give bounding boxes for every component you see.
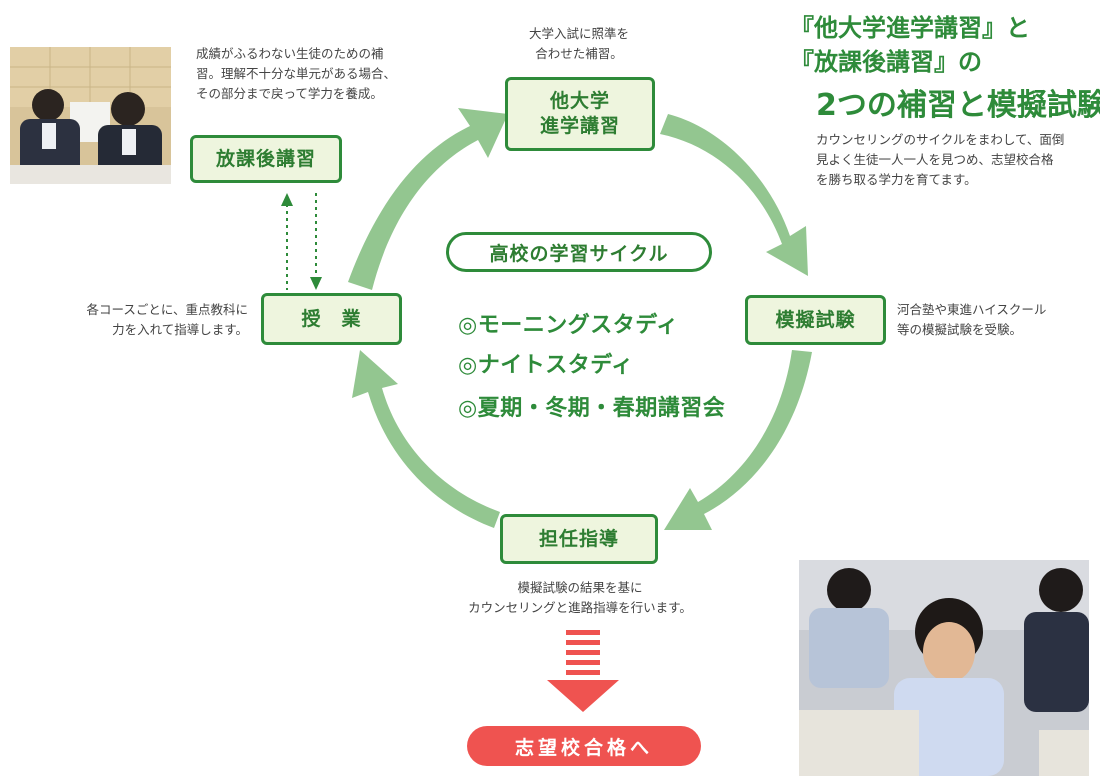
arrow-exam-to-guidance bbox=[664, 350, 812, 530]
students-photo-top bbox=[10, 47, 171, 184]
homeroom-guidance-box: 担任指導 bbox=[500, 514, 658, 564]
students-photo-bottom bbox=[799, 560, 1089, 776]
program-seasonal-courses: ◎夏期・冬期・春期講習会 bbox=[458, 396, 726, 421]
prep-course-box: 他大学 進学講習 bbox=[505, 77, 655, 151]
heading-line-3: 2つの補習と模擬試験 bbox=[816, 88, 1100, 123]
lesson-note: 各コースごとに、重点教科に 力を入れて指導します。 bbox=[86, 302, 248, 337]
heading-line-2: 『放課後講習』の bbox=[790, 48, 982, 76]
after-school-box: 放課後講習 bbox=[190, 135, 342, 183]
after-school-note: 成績がふるわない生徒のための補 習。理解不十分な単元がある場合、 その部分まで戻… bbox=[196, 46, 397, 101]
program-morning-study: ◎モーニングスタディ bbox=[458, 313, 679, 338]
goal-down-arrow bbox=[547, 630, 619, 712]
cycle-title: 高校の学習サイクル bbox=[446, 232, 712, 272]
lesson-box: 授 業 bbox=[261, 293, 402, 345]
mock-exam-box: 模擬試験 bbox=[745, 295, 886, 345]
dotted-connector bbox=[281, 193, 322, 290]
arrow-prep-to-exam bbox=[660, 114, 808, 276]
goal-badge: 志望校合格へ bbox=[467, 726, 701, 766]
heading-line-1: 『他大学進学講習』と bbox=[790, 14, 1030, 42]
mock-exam-note: 河合塾や東進ハイスクール 等の模擬試験を受験。 bbox=[897, 302, 1047, 337]
homeroom-guidance-note: 模擬試験の結果を基に カウンセリングと進路指導を行います。 bbox=[468, 580, 692, 615]
heading-description: カウンセリングのサイクルをまわして、面倒 見よく生徒一人一人を見つめ、志望校合格… bbox=[816, 132, 1065, 187]
arrow-lesson-to-prep bbox=[348, 108, 508, 290]
arrow-guidance-to-lesson bbox=[352, 350, 500, 528]
program-night-study: ◎ナイトスタディ bbox=[458, 353, 634, 378]
prep-course-note: 大学入試に照準を 合わせた補習。 bbox=[528, 26, 629, 61]
